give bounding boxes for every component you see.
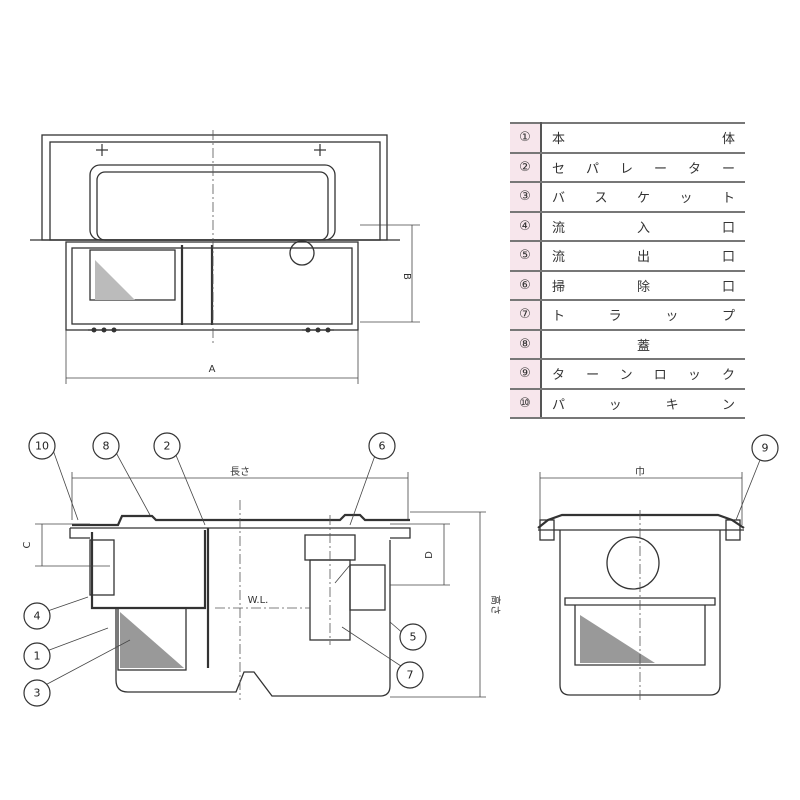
callouts: 10 8 2 6 4 1 3 5 7 9 bbox=[23, 432, 779, 707]
length-label: 長さ bbox=[230, 466, 250, 478]
part-name: 蓋 bbox=[636, 338, 650, 354]
callout-8: 8 bbox=[92, 432, 120, 460]
dimension-c-label: C bbox=[22, 541, 33, 548]
part-name: ターンロック bbox=[552, 368, 735, 384]
table-row: ⑥ 掃 除 口 bbox=[510, 270, 745, 301]
table-row: ② セパレーター bbox=[510, 152, 745, 183]
table-row: ⑤ 流 出 口 bbox=[510, 241, 745, 272]
svg-text:10: 10 bbox=[35, 440, 49, 453]
part-number: ⑧ bbox=[510, 329, 542, 360]
dimension-a-label: A bbox=[209, 364, 216, 375]
table-row: ⑦ トラップ bbox=[510, 300, 745, 331]
svg-text:3: 3 bbox=[34, 687, 41, 700]
callout-4: 4 bbox=[23, 602, 51, 630]
callout-2: 2 bbox=[153, 432, 181, 460]
svg-text:9: 9 bbox=[762, 442, 769, 455]
table-row: ⑨ ターンロック bbox=[510, 359, 745, 390]
top-view bbox=[30, 130, 420, 384]
part-name: 流 入 口 bbox=[552, 220, 735, 236]
svg-text:6: 6 bbox=[379, 440, 386, 453]
parts-table: ① 本 体 ② セパレーター ③ バスケット ④ 流 入 口 ⑤ 流 出 口 ⑥ 掃 除 口… bbox=[510, 122, 745, 419]
table-row: ⑩ パッキン bbox=[510, 388, 745, 419]
part-number: ⑨ bbox=[510, 359, 542, 390]
part-name: 掃 除 口 bbox=[552, 279, 735, 295]
part-number: ① bbox=[510, 122, 542, 154]
svg-text:2: 2 bbox=[164, 440, 171, 453]
callout-1: 1 bbox=[23, 642, 51, 670]
part-name: セパレーター bbox=[552, 161, 735, 177]
table-row: ③ バスケット bbox=[510, 182, 745, 213]
callout-7: 7 bbox=[396, 661, 424, 689]
callout-5: 5 bbox=[399, 623, 427, 651]
part-number: ② bbox=[510, 152, 542, 183]
water-level-label: W.L. bbox=[248, 595, 269, 606]
svg-text:8: 8 bbox=[103, 440, 110, 453]
svg-text:7: 7 bbox=[407, 669, 414, 682]
svg-text:1: 1 bbox=[34, 650, 41, 663]
part-name: バスケット bbox=[552, 191, 735, 207]
dimension-b-label: B bbox=[401, 273, 412, 280]
width-label: 巾 bbox=[635, 465, 645, 478]
dimension-d-label: D bbox=[424, 551, 435, 559]
callout-6: 6 bbox=[368, 432, 396, 460]
part-number: ⑤ bbox=[510, 241, 542, 272]
part-number: ③ bbox=[510, 182, 542, 213]
callout-10: 10 bbox=[28, 432, 56, 460]
part-number: ⑦ bbox=[510, 300, 542, 331]
part-number: ⑩ bbox=[510, 388, 542, 419]
svg-text:5: 5 bbox=[410, 631, 417, 644]
callout-3: 3 bbox=[23, 679, 51, 707]
part-name: 本 体 bbox=[552, 132, 735, 148]
part-name: 流 出 口 bbox=[552, 250, 735, 266]
table-row: ④ 流 入 口 bbox=[510, 211, 745, 242]
side-section-view bbox=[35, 435, 486, 700]
table-row: ① 本 体 bbox=[510, 122, 745, 154]
part-name: トラップ bbox=[552, 309, 735, 325]
svg-text:4: 4 bbox=[34, 610, 41, 623]
front-view bbox=[537, 472, 745, 700]
height-label: 高さ bbox=[489, 595, 502, 615]
part-number: ⑥ bbox=[510, 270, 542, 301]
callout-9: 9 bbox=[751, 434, 779, 462]
part-name: パッキン bbox=[552, 397, 735, 413]
part-number: ④ bbox=[510, 211, 542, 242]
